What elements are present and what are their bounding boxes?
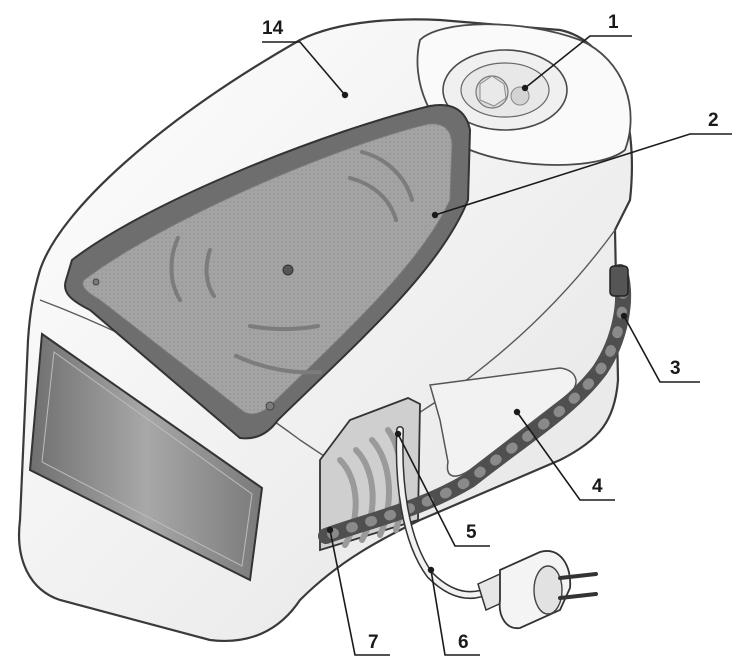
leader-dot-7	[326, 526, 334, 534]
callout-7: 7	[368, 632, 379, 653]
callout-3: 3	[670, 358, 681, 379]
callout-leaders	[262, 35, 732, 656]
leader-6	[430, 569, 480, 656]
leader-dot-14	[341, 91, 349, 99]
soleplate-grooves	[169, 150, 414, 375]
window-highlight	[41, 351, 253, 567]
soleplate-center-hole	[282, 264, 294, 276]
leader-4	[516, 411, 615, 501]
leader-dot-5	[394, 430, 402, 438]
callout-6: 6	[458, 632, 469, 653]
leader-1	[524, 35, 632, 89]
leader-dot-2	[431, 211, 439, 219]
leader-dot-3	[620, 312, 628, 320]
callout-1: 1	[608, 12, 619, 33]
leader-3	[623, 315, 700, 383]
leader-7	[329, 529, 390, 656]
soleplate-rivet	[92, 278, 100, 286]
leader-dot-6	[427, 566, 435, 574]
mains-plug	[477, 550, 598, 629]
leader-14	[262, 41, 346, 96]
callout-2: 2	[708, 110, 719, 131]
hose-connector	[609, 265, 629, 297]
callout-5: 5	[466, 522, 477, 543]
callout-4: 4	[592, 476, 603, 497]
leader-dot-1	[521, 84, 529, 92]
leader-dot-4	[513, 408, 521, 416]
leader-5	[397, 433, 490, 547]
callout-labels: 1 2 3 4 5 6 7 14	[262, 12, 719, 653]
leader-2	[434, 133, 732, 216]
soleplate-rivet	[265, 401, 275, 411]
front-window-panel	[28, 332, 264, 582]
iron-rest-soleplate	[82, 123, 453, 415]
steam-hose-ribbing	[321, 267, 629, 541]
filler-cap-knob	[475, 75, 530, 109]
power-cord-fill	[397, 427, 493, 598]
callout-14: 14	[262, 18, 284, 39]
